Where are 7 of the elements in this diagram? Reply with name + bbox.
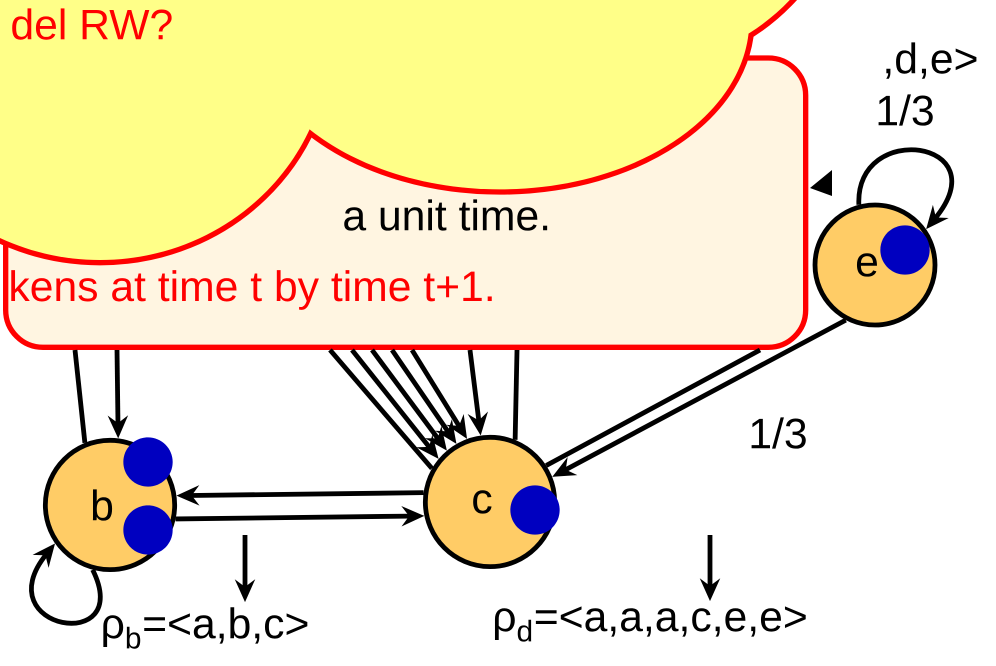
sequence-label: ,d,e> bbox=[886, 42, 976, 79]
sequence-label: ρ$_{d}$=<a,a,a,c,e,e> bbox=[494, 606, 806, 642]
edge-label: 1/3 bbox=[878, 94, 933, 126]
node-label: a unit time. bbox=[344, 199, 548, 231]
edge-label: 1/3 bbox=[752, 417, 806, 449]
sequence-label: ρ$_{b}$=<a,b,c> bbox=[103, 607, 308, 649]
node-label: kens at time t by time t+1. bbox=[11, 270, 492, 310]
